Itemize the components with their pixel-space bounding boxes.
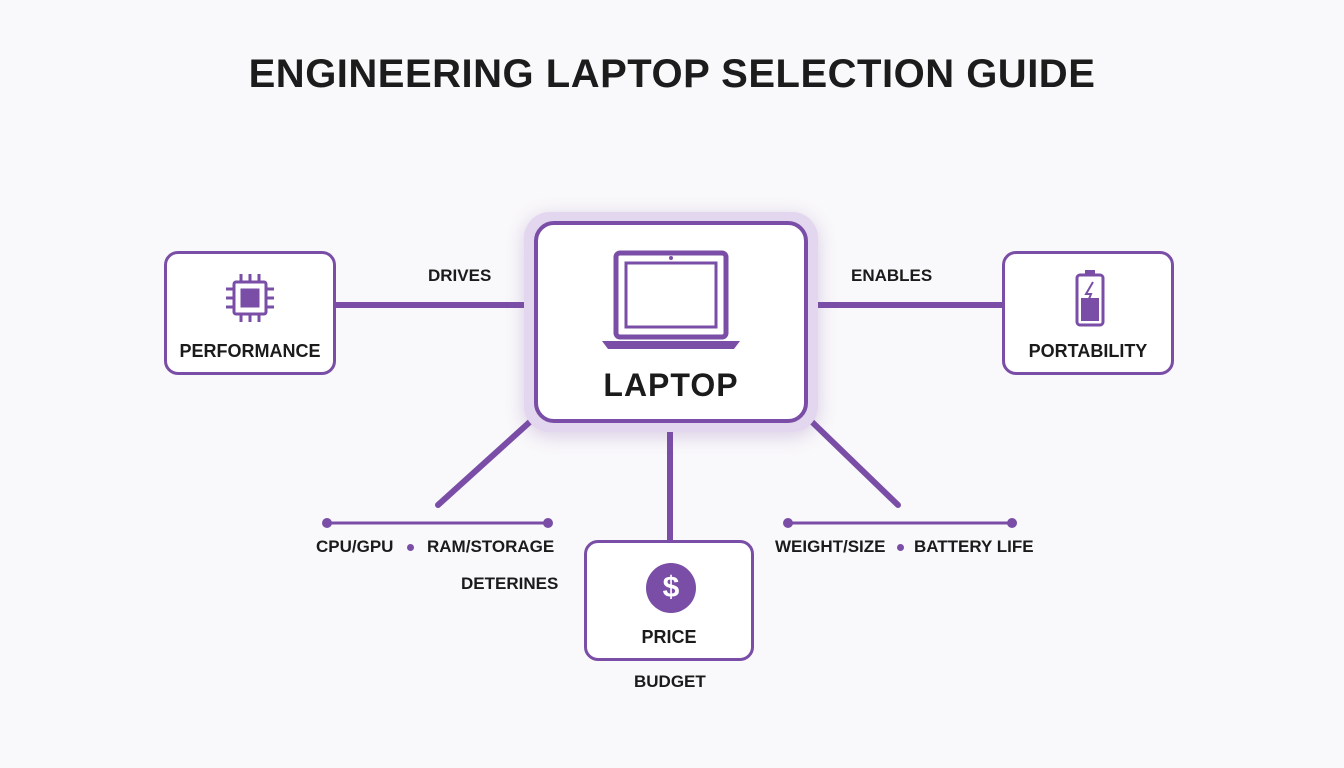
- attr-separator-dot: [897, 544, 904, 551]
- dollar-glyph: $: [662, 571, 680, 604]
- laptop-icon: [602, 250, 740, 349]
- attr-weight-size: WEIGHT/SIZE: [775, 537, 886, 556]
- battery-icon: [1075, 270, 1105, 327]
- edge-label-budget: BUDGET: [634, 672, 706, 691]
- attr-cpu-gpu: CPU/GPU: [316, 537, 394, 556]
- attr-ram-storage: RAM/STORAGE: [427, 537, 555, 556]
- link-lower-left: [435, 417, 535, 508]
- edge-label-deterines: DETERINES: [461, 574, 559, 593]
- portability-label: PORTABILITY: [1028, 341, 1148, 361]
- laptop-label: LAPTOP: [603, 367, 739, 403]
- bracket-endpoint: [543, 518, 553, 528]
- attr-separator-dot: [407, 544, 414, 551]
- performance-label: PERFORMANCE: [179, 341, 321, 361]
- link-lower-right: [807, 417, 901, 508]
- price-label: PRICE: [641, 627, 697, 647]
- attr-battery-life: BATTERY LIFE: [914, 537, 1034, 556]
- cpu-chip-icon: [226, 274, 274, 322]
- dollar-icon: $: [646, 563, 696, 613]
- price-node: $ PRICE: [584, 540, 754, 661]
- bracket-endpoint: [1007, 518, 1017, 528]
- edge-label-drives: DRIVES: [428, 266, 492, 285]
- page-title: ENGINEERING LAPTOP SELECTION GUIDE: [248, 52, 1096, 96]
- bracket-endpoint: [783, 518, 793, 528]
- edge-label-enables: ENABLES: [851, 266, 933, 285]
- laptop-center-node: LAPTOP: [534, 221, 808, 423]
- bracket-endpoint: [322, 518, 332, 528]
- performance-node: PERFORMANCE: [164, 251, 336, 375]
- portability-node: PORTABILITY: [1002, 251, 1174, 375]
